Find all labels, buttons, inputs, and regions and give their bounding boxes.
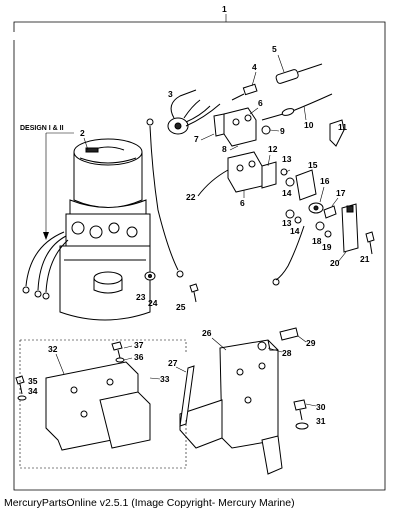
mounting-bracket-26 — [179, 339, 283, 475]
callout-24: 24 — [148, 298, 158, 308]
plate-20 — [341, 203, 359, 253]
callout-6b: 6 — [240, 198, 245, 208]
ground-cable — [275, 225, 305, 281]
clip-11 — [329, 119, 345, 147]
screw-30 — [293, 399, 307, 421]
washer-34 — [17, 395, 27, 401]
callout-13a: 13 — [282, 154, 292, 164]
nut-28 — [257, 341, 267, 351]
fuse-holder — [231, 63, 323, 101]
washer-31 — [295, 422, 309, 430]
callout-7: 7 — [194, 134, 199, 144]
callout-18: 18 — [312, 236, 322, 246]
callout-17: 17 — [336, 188, 346, 198]
cable-long — [149, 125, 179, 271]
callout-5: 5 — [272, 44, 277, 54]
callout-32: 32 — [48, 344, 58, 354]
callout-28: 28 — [282, 348, 292, 358]
callout-14a: 14 — [282, 188, 292, 198]
design-label: DESIGN I & II — [20, 125, 64, 132]
pump-motor-assembly — [22, 138, 151, 321]
callout-35: 35 — [28, 376, 38, 386]
callout-30: 30 — [316, 402, 326, 412]
callout-27: 27 — [168, 358, 178, 368]
callout-36: 36 — [134, 352, 144, 362]
callout-19: 19 — [322, 242, 332, 252]
callout-8: 8 — [222, 144, 227, 154]
callout-3: 3 — [168, 89, 173, 99]
subassembly-outline — [19, 339, 187, 469]
callout-10: 10 — [304, 120, 314, 130]
callout-33: 33 — [160, 374, 170, 384]
callout-20: 20 — [330, 258, 340, 268]
nut-9 — [261, 125, 271, 135]
callout-23: 23 — [136, 292, 146, 302]
callout-22: 22 — [186, 192, 196, 202]
washer-36 — [115, 357, 125, 363]
spacer-17 — [323, 205, 337, 219]
mounting-bracket-32 — [45, 361, 151, 451]
callout-9: 9 — [280, 126, 285, 136]
callout-29: 29 — [306, 338, 316, 348]
callout-11: 11 — [338, 122, 347, 132]
callout-37: 37 — [134, 340, 144, 350]
assembly-frame — [13, 21, 386, 491]
image-caption: MercuryPartsOnline v2.5.1 (Image Copyrig… — [4, 497, 295, 509]
callout-15: 15 — [308, 160, 318, 170]
callout-26: 26 — [202, 328, 212, 338]
callout-2: 2 — [80, 128, 85, 138]
callout-1: 1 — [222, 4, 227, 14]
callout-14b: 14 — [290, 226, 300, 236]
solenoid-lower — [227, 151, 277, 193]
exploded-parts-diagram: 1 2 DESIGN I & II — [13, 4, 386, 491]
callout-13b: 13 — [282, 218, 292, 228]
wire-22 — [197, 169, 229, 197]
solenoid-upper — [213, 107, 257, 147]
callout-31: 31 — [316, 416, 326, 426]
callout-16: 16 — [320, 176, 330, 186]
callout-21: 21 — [360, 254, 370, 264]
callout-12: 12 — [268, 144, 278, 154]
callout-6a: 6 — [258, 98, 263, 108]
bracket-15 — [295, 169, 317, 201]
callout-25: 25 — [176, 302, 186, 312]
callout-4: 4 — [252, 62, 257, 72]
screw-37 — [111, 341, 123, 359]
bolt-29 — [279, 327, 299, 341]
battery-cable — [261, 93, 333, 121]
screw-35 — [15, 375, 25, 395]
wiring-harness — [167, 89, 221, 135]
screw-25 — [189, 283, 199, 303]
screw-21 — [365, 231, 375, 255]
callout-34: 34 — [28, 386, 38, 396]
